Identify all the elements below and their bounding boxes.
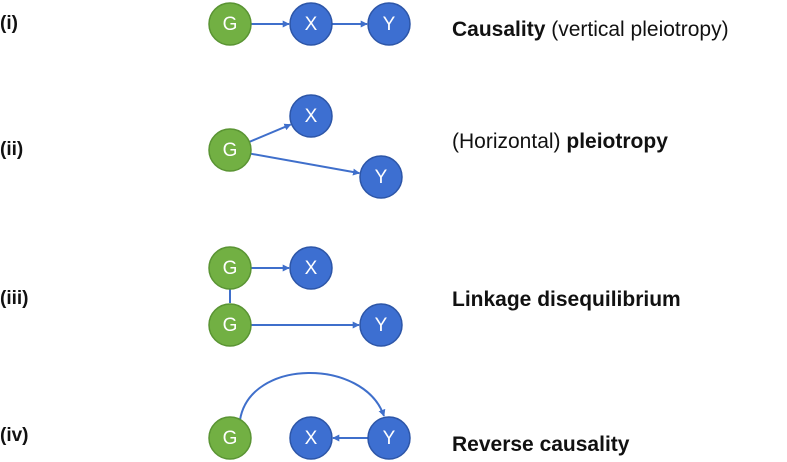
panel-3-node-x-label: X xyxy=(305,258,318,279)
panel-1-description: Causality (vertical pleiotropy) xyxy=(452,18,729,41)
panel-1-node-g-circle xyxy=(208,2,252,46)
panel-3-node-y-label: Y xyxy=(375,315,388,336)
panel-1-node-y-circle xyxy=(367,2,411,46)
panel-3-node-y-circle xyxy=(359,303,403,347)
panel-1-node-g: G xyxy=(208,2,252,46)
panel-3-node-g1-label: G xyxy=(223,258,238,279)
panel-3-node-y: Y xyxy=(359,303,403,347)
panel-4-node-y-label: Y xyxy=(383,428,396,449)
panel-4-node-x: X xyxy=(289,416,333,460)
panel-3-node-g2-label: G xyxy=(223,315,238,336)
panel-2-description-segment: pleiotropy xyxy=(566,130,668,153)
panel-1-node-y: Y xyxy=(367,2,411,46)
panel-2-node-y-label: Y xyxy=(375,167,388,188)
panel-4-node-g-label: G xyxy=(223,428,238,449)
panel-4-description: Reverse causality xyxy=(452,433,630,456)
panel-3-node-x-circle xyxy=(289,246,333,290)
panel-4-edge-g-y xyxy=(239,372,386,421)
panel-2-node-g: G xyxy=(208,128,252,172)
panel-2-node-g-label: G xyxy=(223,140,238,161)
panel-2-description: (Horizontal) pleiotropy xyxy=(452,130,668,153)
panel-2-label: (ii) xyxy=(0,139,23,160)
panel-2-node-x-circle xyxy=(289,94,333,138)
panel-3-description: Linkage disequilibrium xyxy=(452,288,681,311)
panel-4-label: (iv) xyxy=(0,425,29,446)
panel-1-description-segment: Causality xyxy=(452,18,546,41)
panel-1-node-x-label: X xyxy=(305,14,318,35)
panel-2-node-y-circle xyxy=(359,155,403,199)
panel-4-node-x-label: X xyxy=(305,428,318,449)
panel-3-node-g1: G xyxy=(208,246,252,290)
panel-3-description-segment: Linkage disequilibrium xyxy=(452,288,681,311)
panel-1-node-x-circle xyxy=(289,2,333,46)
panel-4-node-g-circle xyxy=(208,416,252,460)
panel-4-description-segment: Reverse causality xyxy=(452,433,630,456)
panel-1-description-segment: (vertical pleiotropy) xyxy=(545,18,728,41)
panel-2-description-segment: (Horizontal) xyxy=(452,130,566,153)
panel-4-node-g: G xyxy=(208,416,252,460)
panel-2-edge-g-y xyxy=(250,152,361,176)
panel-3-node-g2: G xyxy=(208,303,252,347)
panel-3-node-g2-circle xyxy=(208,303,252,347)
panel-1-node-y-label: Y xyxy=(383,14,396,35)
panel-3-label: (iii) xyxy=(0,288,29,309)
panel-4-node-y: Y xyxy=(367,416,411,460)
panel-1-label: (i) xyxy=(0,13,18,34)
panel-4-node-x-circle xyxy=(289,416,333,460)
panel-4-node-y-circle xyxy=(367,416,411,460)
panel-1-node-g-label: G xyxy=(223,14,238,35)
panel-3-node-x: X xyxy=(289,246,333,290)
panel-3-node-g1-circle xyxy=(208,246,252,290)
panel-2-node-x: X xyxy=(289,94,333,138)
panel-1-node-x: X xyxy=(289,2,333,46)
panel-2-node-x-label: X xyxy=(305,106,318,127)
panel-2-node-g-circle xyxy=(208,128,252,172)
panel-2-edge-g-x xyxy=(248,123,292,143)
panel-2-node-y: Y xyxy=(359,155,403,199)
